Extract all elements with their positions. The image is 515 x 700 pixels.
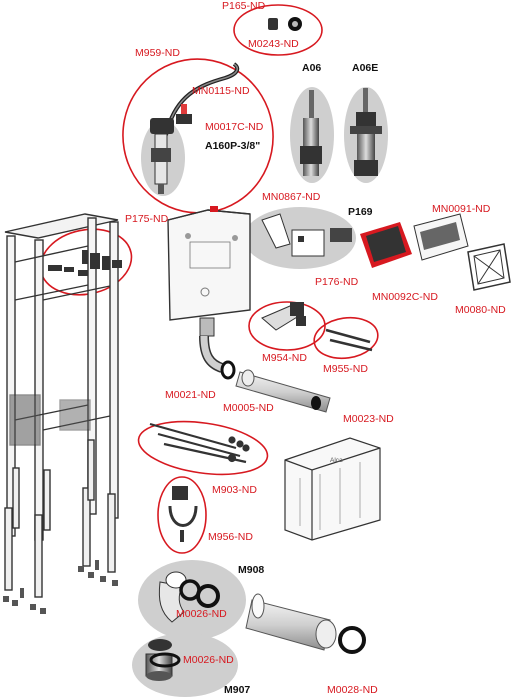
- label-m954: M954-ND: [262, 352, 307, 364]
- label-p175: P175-ND: [125, 213, 169, 225]
- group-outline-p165: [233, 4, 323, 56]
- label-p176: P176-ND: [315, 276, 359, 288]
- label-m908: M908: [238, 564, 265, 576]
- m907-parts: [145, 639, 181, 681]
- label-m959: M959-ND: [135, 47, 180, 59]
- label-m907: M907: [224, 684, 251, 696]
- label-m903: M903-ND: [212, 484, 257, 496]
- label-m955: M955-ND: [323, 363, 368, 375]
- label-m0017c: M0017C-ND: [205, 121, 264, 133]
- label-a06: A06: [302, 62, 322, 74]
- group-outline-m903: [137, 420, 269, 476]
- group-outline-m954: [248, 301, 326, 351]
- group-outline-m956: [157, 476, 207, 554]
- drain-pipe-m0028: [245, 593, 366, 654]
- mn0091-plate: [413, 213, 469, 261]
- group-outline-m959: [122, 58, 274, 214]
- label-mn0867: MN0867-ND: [262, 191, 321, 203]
- float-valve-assembly: [150, 62, 240, 194]
- label-mn0091: MN0091-ND: [432, 203, 491, 215]
- label-m956: M956-ND: [208, 531, 253, 543]
- label-m0243: M0243-ND: [248, 38, 299, 50]
- label-m0021: M0021-ND: [165, 389, 216, 401]
- frame-screws: [3, 560, 118, 614]
- label-m0080: M0080-ND: [455, 304, 506, 316]
- label-m0005: M0005-ND: [223, 402, 274, 414]
- label-m0026-a: M0026-ND: [176, 608, 227, 620]
- m956-parts: [168, 486, 198, 542]
- mn0867-parts: [261, 213, 352, 257]
- label-p165: P165-ND: [222, 0, 266, 12]
- m0080-plate: [467, 243, 511, 291]
- p175-parts: [48, 250, 122, 276]
- m903-parts: [149, 422, 250, 464]
- m954-parts: [261, 302, 306, 331]
- protective-box: Alca: [284, 437, 381, 541]
- label-a160p: A160P-3/8": [205, 140, 261, 152]
- p165-parts: [268, 17, 302, 31]
- drain-valve-a06e: [350, 88, 382, 176]
- drain-valve-a06: [300, 90, 322, 176]
- group-outline-m955: [313, 316, 379, 360]
- label-m0028: M0028-ND: [327, 684, 378, 696]
- mounting-frame: [4, 213, 119, 598]
- m955-bolts: [325, 328, 373, 352]
- cistern-tank: [167, 206, 251, 337]
- label-mn0115: MN0115-ND: [192, 85, 250, 97]
- m908-parts: [158, 571, 220, 623]
- label-mn0092c: MN0092C-ND: [372, 291, 438, 303]
- mn0092c-frame: [360, 222, 412, 268]
- label-m0023: M0023-ND: [343, 413, 394, 425]
- brand-mark: Alca: [330, 457, 343, 464]
- label-p169: P169: [348, 206, 373, 218]
- label-a06e: A06E: [352, 62, 379, 74]
- flush-pipe: [235, 369, 331, 413]
- flush-bend: [199, 335, 236, 380]
- label-m0026-b: M0026-ND: [183, 654, 234, 666]
